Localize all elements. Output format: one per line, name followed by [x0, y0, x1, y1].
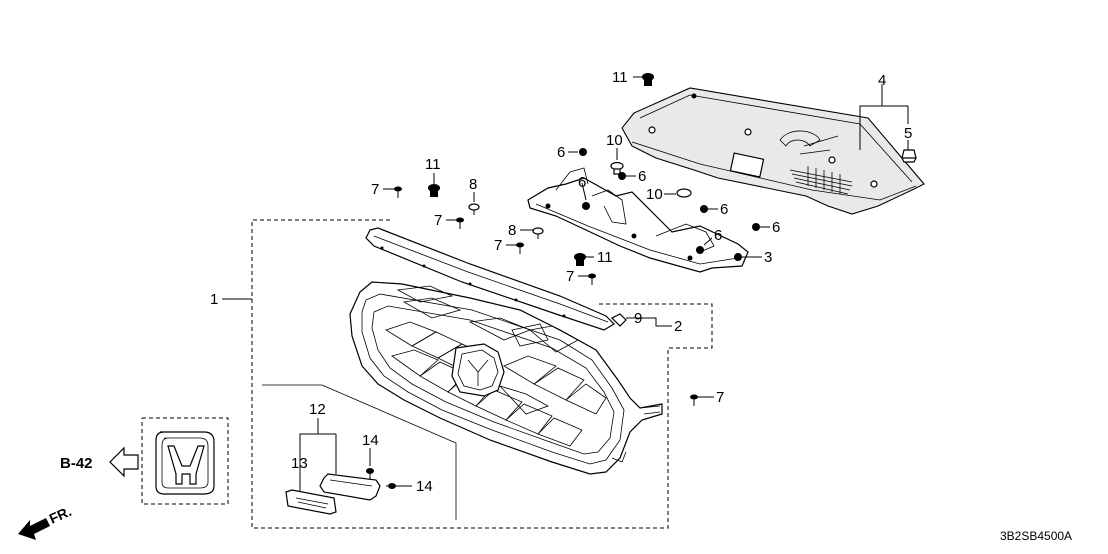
callout-7-d: 7	[566, 268, 574, 285]
nut-6-f	[696, 246, 704, 254]
bolt-7-d	[588, 273, 596, 285]
bolt-7-e	[690, 394, 698, 406]
front-direction-arrow	[18, 518, 50, 540]
screw-14-b	[386, 483, 396, 489]
callout-6-b: 6	[638, 168, 646, 185]
callout-3: 3	[764, 249, 772, 266]
clip-10-a	[610, 161, 624, 175]
upper-molding	[365, 227, 615, 331]
drawing-code: 3B2SB4500A	[1000, 529, 1072, 543]
bolt-7-c	[516, 242, 524, 254]
bolt-7-b	[456, 217, 464, 229]
clip-8-b	[532, 227, 544, 239]
callout-5: 5	[904, 125, 912, 142]
clip-10-b	[676, 188, 692, 198]
grille-emblem-mount	[451, 343, 505, 397]
reference-arrow	[109, 446, 139, 478]
nut-6-b	[618, 172, 626, 180]
support-bracket	[527, 167, 749, 273]
callout-11-a: 11	[612, 69, 628, 86]
callout-8-a: 8	[469, 176, 477, 193]
bolt-7-a	[394, 186, 402, 198]
rear-emblem-plate	[319, 473, 381, 501]
nut-6-d	[700, 205, 708, 213]
callout-13: 13	[291, 455, 308, 472]
callout-14-b: 14	[416, 478, 433, 495]
callout-6-e: 6	[772, 219, 780, 236]
front-grille	[349, 281, 663, 475]
reference-label: B-42	[60, 455, 93, 472]
grommet-11-b	[428, 184, 440, 197]
nut-6-a	[579, 148, 587, 156]
callout-11-b: 11	[425, 156, 441, 173]
leader-lines	[299, 76, 909, 492]
clip-8-a	[468, 203, 480, 215]
callout-6-d: 6	[720, 201, 728, 218]
callout-4: 4	[878, 72, 886, 89]
callout-2: 2	[674, 318, 682, 335]
callout-6-a: 6	[557, 144, 565, 161]
grommet-11-a	[642, 73, 654, 86]
nut-6-e	[752, 223, 760, 231]
grommet-11-c	[574, 253, 586, 266]
cover-vent-slots	[789, 166, 853, 195]
callout-10-b: 10	[646, 186, 663, 203]
upper-cover-panel	[621, 87, 925, 215]
callout-6-f: 6	[714, 227, 722, 244]
callout-1: 1	[210, 291, 218, 308]
callout-7-e: 7	[716, 389, 724, 406]
front-direction-label: FR.	[47, 503, 74, 527]
emblem-group-outline	[262, 384, 457, 520]
screw-14-a	[366, 468, 374, 480]
grille-group-outline	[222, 219, 713, 529]
callout-9: 9	[634, 310, 642, 327]
callouts: 1 2 3 4 5 6 6 6 6 6 6 7 7 7 7 7 8 8 9 10…	[210, 69, 912, 495]
callout-11-c: 11	[597, 249, 613, 266]
callout-14-a: 14	[362, 432, 379, 449]
callout-10-a: 10	[606, 132, 623, 149]
clip-9	[610, 313, 627, 327]
rubber-stop-5	[901, 149, 917, 163]
nut-3	[734, 253, 742, 261]
callout-8-b: 8	[508, 222, 516, 239]
honda-emblem	[141, 417, 229, 505]
callout-12: 12	[309, 401, 326, 418]
callout-6-c: 6	[578, 174, 586, 191]
callout-7-c: 7	[494, 237, 502, 254]
callout-7-b: 7	[434, 212, 442, 229]
front-emblem-plate	[285, 489, 337, 515]
nut-6-c	[582, 202, 590, 210]
callout-7-a: 7	[371, 181, 379, 198]
